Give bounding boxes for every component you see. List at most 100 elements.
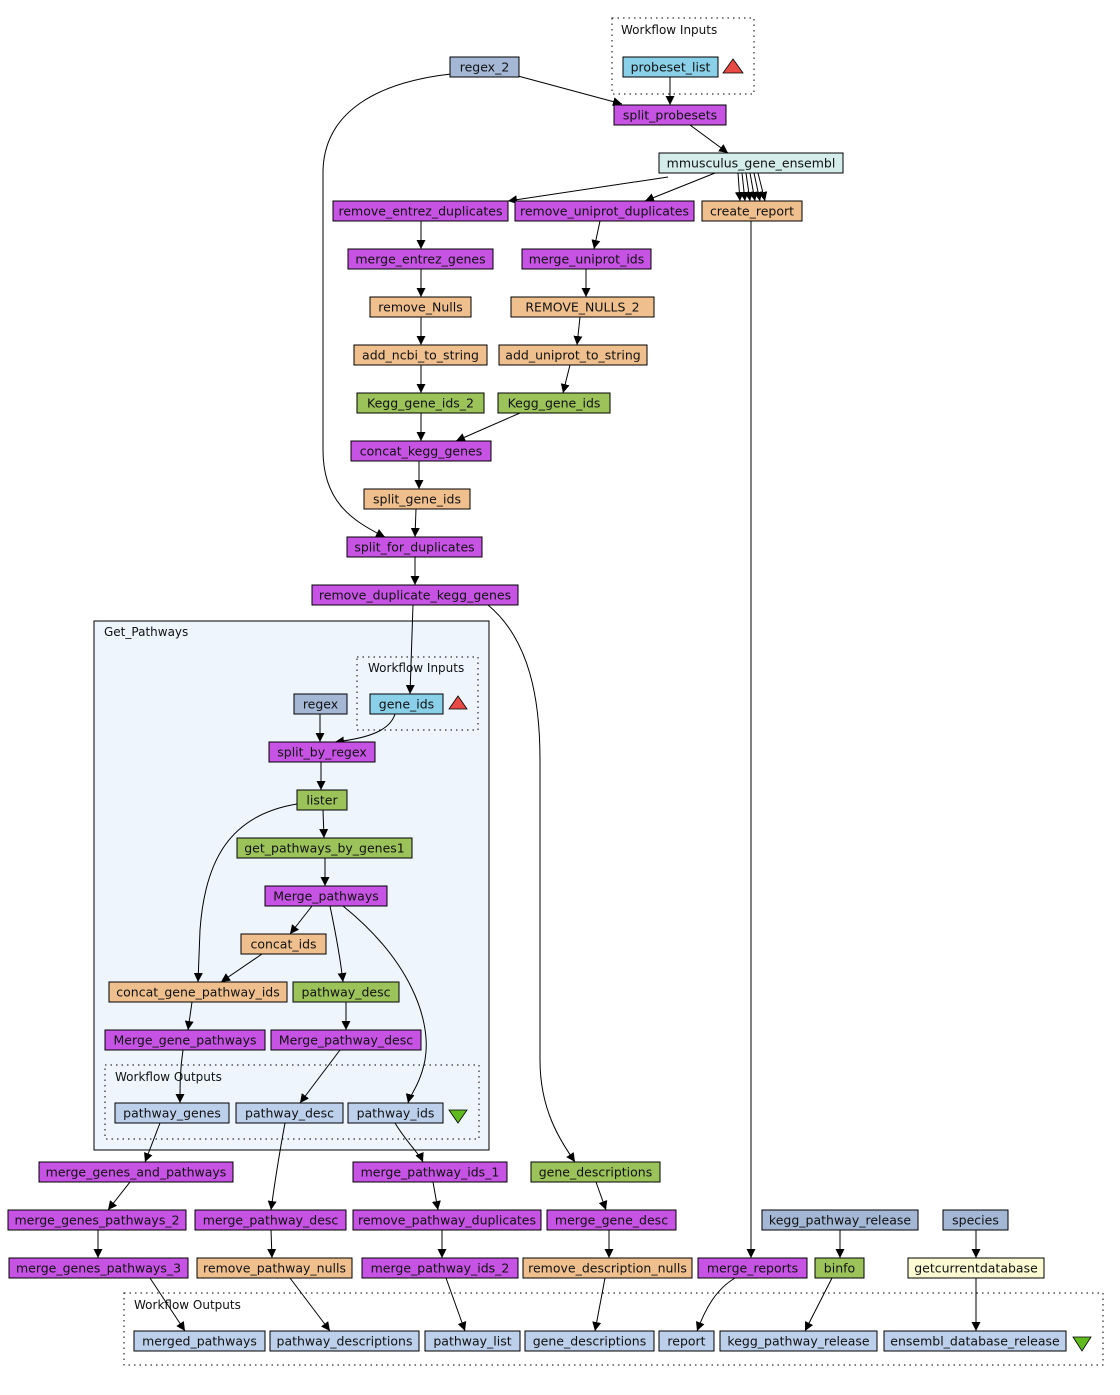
edge-split_gene_ids-to-split_for_duplicates xyxy=(410,508,420,538)
node-box xyxy=(658,1330,715,1352)
node-get-pathways-by-genes1[interactable]: get_pathways_by_genes1 xyxy=(236,837,413,859)
node-gene-ids[interactable]: gene_ids xyxy=(369,693,444,715)
node-remove-description-nulls[interactable]: remove_description_nulls xyxy=(522,1257,693,1279)
node-box xyxy=(356,392,485,414)
node-kegg-pathway-release-out[interactable]: kegg_pathway_release xyxy=(719,1330,878,1352)
edge-mmusculus_gene_ensembl-to-create_report-2 xyxy=(739,172,749,202)
node-remove-pathway-duplicates[interactable]: remove_pathway_duplicates xyxy=(352,1209,542,1231)
node-label: lister xyxy=(306,793,338,808)
node-regex-2[interactable]: regex_2 xyxy=(449,56,520,78)
node-binfo[interactable]: binfo xyxy=(814,1257,865,1279)
edge-concat_ids-to-concat_gene_pathway_ids xyxy=(220,953,263,983)
node-label: merge_gene_desc xyxy=(555,1213,668,1228)
cluster-label: Workflow Outputs xyxy=(134,1298,241,1312)
edge-Merge_gene_pathways-to-out_pathway_genes xyxy=(175,1049,185,1104)
node-label: merge_pathway_desc xyxy=(203,1213,339,1228)
node-mmusculus-gene-ensembl[interactable]: mmusculus_gene_ensembl xyxy=(658,152,844,174)
node-remove-uniprot-duplicates[interactable]: remove_uniprot_duplicates xyxy=(514,200,695,222)
node-box xyxy=(701,200,803,222)
node-box xyxy=(546,1209,677,1231)
node-label: binfo xyxy=(824,1261,855,1276)
node-remove-entrez-duplicates[interactable]: remove_entrez_duplicates xyxy=(332,200,509,222)
node-add-uniprot-to-string[interactable]: add_uniprot_to_string xyxy=(498,344,648,366)
node-ensembl-database-release[interactable]: ensembl_database_release xyxy=(883,1330,1067,1352)
node-split-probesets[interactable]: split_probesets xyxy=(613,104,727,126)
cluster-label: Workflow Inputs xyxy=(368,661,464,675)
node-merge-pathway-ids-2[interactable]: merge_pathway_ids_2 xyxy=(361,1257,519,1279)
node-box xyxy=(369,693,444,715)
node-Merge-pathways[interactable]: Merge_pathways xyxy=(264,885,388,907)
node-gene-descriptions-node[interactable]: gene_descriptions xyxy=(530,1161,661,1183)
node-pathway-list[interactable]: pathway_list xyxy=(424,1330,521,1352)
node-split-by-regex[interactable]: split_by_regex xyxy=(268,741,376,763)
cluster-label: Get_Pathways xyxy=(104,625,188,639)
node-split-for-duplicates[interactable]: split_for_duplicates xyxy=(346,536,483,558)
node-merge-genes-pathways-3[interactable]: merge_genes_pathways_3 xyxy=(8,1257,189,1279)
node-REMOVE-NULLS-2[interactable]: REMOVE_NULLS_2 xyxy=(510,296,655,318)
node-species[interactable]: species xyxy=(942,1209,1009,1231)
node-box xyxy=(814,1257,865,1279)
node-label: getcurrentdatabase xyxy=(914,1261,1038,1276)
node-split-gene-ids[interactable]: split_gene_ids xyxy=(363,488,471,510)
node-Merge-gene-pathways[interactable]: Merge_gene_pathways xyxy=(104,1029,266,1051)
edge-regex_2-to-split_for_duplicates xyxy=(322,73,452,538)
node-box xyxy=(352,1161,508,1183)
node-label: merge_reports xyxy=(707,1261,798,1276)
node-merge-uniprot-ids[interactable]: merge_uniprot_ids xyxy=(521,248,652,270)
node-label: split_by_regex xyxy=(277,745,366,760)
node-add-ncbi-to-string[interactable]: add_ncbi_to_string xyxy=(353,344,488,366)
node-gene-descriptions-out[interactable]: gene_descriptions xyxy=(524,1330,655,1352)
node-concat-ids[interactable]: concat_ids xyxy=(240,933,327,955)
node-merge-pathway-ids-1[interactable]: merge_pathway_ids_1 xyxy=(352,1161,508,1183)
node-label: regex xyxy=(303,697,338,712)
node-concat-gene-pathway-ids[interactable]: concat_gene_pathway_ids xyxy=(108,981,288,1003)
node-merge-genes-and-pathways[interactable]: merge_genes_and_pathways xyxy=(38,1161,234,1183)
edge-Merge_pathways-to-out_pathway_ids xyxy=(342,905,427,1104)
node-merge-pathway-desc[interactable]: merge_pathway_desc xyxy=(194,1209,347,1231)
node-create-report[interactable]: create_report xyxy=(701,200,803,222)
node-label: remove_description_nulls xyxy=(528,1261,687,1276)
node-merge-entrez-genes[interactable]: merge_entrez_genes xyxy=(347,248,494,270)
node-merge-gene-desc[interactable]: merge_gene_desc xyxy=(546,1209,677,1231)
cluster-label: Workflow Outputs xyxy=(115,1070,222,1084)
node-box xyxy=(104,1029,266,1051)
node-out-pathway-genes[interactable]: pathway_genes xyxy=(114,1102,230,1124)
edge-merge_pathway_ids_1-to-remove_pathway_duplicates xyxy=(431,1181,441,1211)
node-label: merge_genes_pathways_2 xyxy=(14,1213,179,1228)
node-box xyxy=(8,1257,189,1279)
node-label: ensembl_database_release xyxy=(890,1334,1060,1349)
node-merged-pathways[interactable]: merged_pathways xyxy=(133,1330,266,1352)
node-out-pathway-desc[interactable]: pathway_desc xyxy=(235,1102,344,1124)
node-label: species xyxy=(952,1213,999,1228)
node-pathway-desc-node[interactable]: pathway_desc xyxy=(292,981,400,1003)
node-box xyxy=(269,1330,420,1352)
node-kegg-pathway-release-in[interactable]: kegg_pathway_release xyxy=(761,1209,919,1231)
node-getcurrentdatabase[interactable]: getcurrentdatabase xyxy=(907,1257,1045,1279)
node-regex[interactable]: regex xyxy=(293,693,348,715)
edge-gene_ids-to-split_by_regex xyxy=(334,713,396,746)
node-Merge-pathway-desc[interactable]: Merge_pathway_desc xyxy=(270,1029,422,1051)
node-remove-duplicate-kegg-genes[interactable]: remove_duplicate_kegg_genes xyxy=(311,584,519,606)
node-label: split_gene_ids xyxy=(373,492,461,507)
node-merge-genes-pathways-2[interactable]: merge_genes_pathways_2 xyxy=(7,1209,187,1231)
node-Kegg-gene-ids[interactable]: Kegg_gene_ids xyxy=(497,392,611,414)
node-remove-Nulls[interactable]: remove_Nulls xyxy=(369,296,472,318)
node-merge-reports[interactable]: merge_reports xyxy=(697,1257,808,1279)
node-lister[interactable]: lister xyxy=(296,789,348,811)
node-Kegg-gene-ids-2[interactable]: Kegg_gene_ids_2 xyxy=(356,392,485,414)
edge-out_pathway_genes-to-merge_genes_and_pathways xyxy=(144,1122,161,1163)
node-remove-pathway-nulls[interactable]: remove_pathway_nulls xyxy=(196,1257,353,1279)
node-box xyxy=(497,392,611,414)
node-label: merge_genes_pathways_3 xyxy=(16,1261,181,1276)
node-label: pathway_ids xyxy=(357,1106,435,1121)
node-report[interactable]: report xyxy=(658,1330,715,1352)
edge-remove_duplicate_kegg_genes-to-gene_descriptions_node xyxy=(487,604,576,1163)
node-box xyxy=(311,584,519,606)
node-label: get_pathways_by_genes1 xyxy=(244,841,405,856)
edge-binfo-to-kegg_pathway_release_out xyxy=(804,1277,833,1332)
node-box xyxy=(7,1209,187,1231)
node-pathway-descriptions[interactable]: pathway_descriptions xyxy=(269,1330,420,1352)
node-probeset-list[interactable]: probeset_list xyxy=(622,56,719,78)
node-out-pathway-ids[interactable]: pathway_ids xyxy=(347,1102,444,1124)
node-concat-kegg-genes[interactable]: concat_kegg_genes xyxy=(350,440,492,462)
